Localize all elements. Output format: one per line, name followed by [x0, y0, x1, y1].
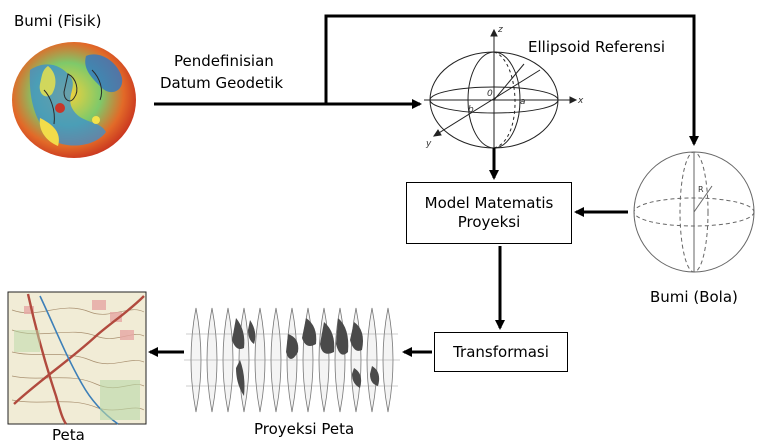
model-box-line2: Proyeksi [457, 213, 521, 231]
axis-a-label: a [520, 97, 526, 107]
topographic-map-icon [7, 291, 147, 425]
axis-z-label: z [497, 25, 503, 35]
ellipsoid-label: Ellipsoid Referensi [528, 38, 665, 56]
transformasi-box-label: Transformasi [453, 342, 549, 361]
flow-arrows [148, 14, 699, 357]
origin-label: 0 [487, 89, 493, 99]
axis-b-label: b [468, 105, 474, 115]
model-matematis-box: Model Matematis Proyeksi [406, 182, 572, 244]
transformasi-box: Transformasi [434, 332, 568, 372]
arrow-datum-to-sphere [324, 14, 699, 146]
earth-physical-label: Bumi (Fisik) [14, 12, 102, 30]
sphere-earth-icon [633, 151, 755, 273]
sphere-earth-label: Bumi (Bola) [650, 288, 738, 306]
map-projection-gores-icon [184, 307, 400, 413]
map-label: Peta [52, 426, 85, 444]
model-box-line1: Model Matematis [424, 194, 554, 212]
axis-y-label: y [425, 139, 432, 149]
map-projection-label: Proyeksi Peta [254, 420, 355, 438]
earth-physical-globe-icon [12, 42, 136, 158]
sphere-radius-label: R [698, 185, 704, 194]
datum-definition-line2: Datum Geodetik [160, 74, 284, 92]
axis-x-label: x [577, 96, 584, 106]
datum-definition-line1: Pendefinisian [174, 52, 274, 70]
